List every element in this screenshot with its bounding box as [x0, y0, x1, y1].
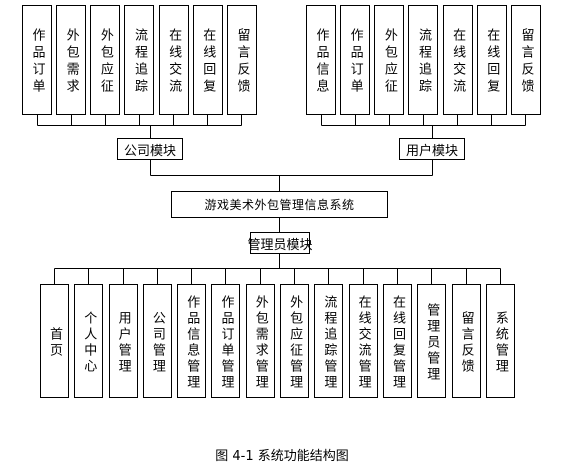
company-module-items: 作品订单 外包需求 外包应征 流程追踪 在线交流 在线回复 留言反馈	[22, 5, 257, 115]
user-item-works-order: 作品订单	[340, 5, 371, 115]
admin-item-personal-center: 个人中心	[74, 284, 104, 398]
user-item-outsourcing-application: 外包应征	[374, 5, 405, 115]
admin-item-works-order-management: 作品订单管理	[211, 284, 241, 398]
admin-item-outsourcing-application-management: 外包应征管理	[280, 284, 310, 398]
figure-caption: 图 4-1 系统功能结构图	[215, 449, 349, 464]
system-title-box: 游戏美术外包管理信息系统	[171, 191, 388, 218]
user-module-items: 作品信息 作品订单 外包应征 流程追踪 在线交流 在线回复 留言反馈	[306, 5, 541, 115]
user-item-online-chat: 在线交流	[442, 5, 473, 115]
user-item-online-reply: 在线回复	[476, 5, 507, 115]
company-item-process-tracking: 流程追踪	[124, 5, 155, 115]
admin-item-company-management: 公司管理	[142, 284, 172, 398]
admin-item-user-management: 用户管理	[108, 284, 138, 398]
admin-item-message-feedback: 留言反馈	[451, 284, 481, 398]
company-item-outsourcing-demand: 外包需求	[56, 5, 87, 115]
admin-module-connectors	[54, 254, 501, 284]
admin-item-works-info-management: 作品信息管理	[177, 284, 207, 398]
company-item-works-order: 作品订单	[22, 5, 52, 115]
admin-item-process-tracking-management: 流程追踪管理	[314, 284, 344, 398]
admin-item-online-reply-management: 在线回复管理	[382, 284, 412, 398]
system-connectors	[150, 175, 433, 232]
company-item-message-feedback: 留言反馈	[226, 5, 257, 115]
admin-item-home: 首页	[40, 284, 69, 398]
company-item-online-chat: 在线交流	[158, 5, 189, 115]
user-item-works-info: 作品信息	[306, 5, 336, 115]
admin-item-system-management: 系统管理	[485, 284, 515, 398]
company-item-outsourcing-application: 外包应征	[90, 5, 121, 115]
admin-item-admin-management: 管理员管理	[417, 284, 447, 398]
admin-item-online-chat-management: 在线交流管理	[348, 284, 378, 398]
company-item-online-reply: 在线回复	[192, 5, 223, 115]
company-module-box: 公司模块	[117, 138, 183, 160]
user-module-box: 用户模块	[399, 138, 465, 160]
user-item-message-feedback: 留言反馈	[510, 5, 541, 115]
company-module-connectors	[37, 115, 242, 176]
user-item-process-tracking: 流程追踪	[408, 5, 439, 115]
admin-module-items: 首页 个人中心 用户管理 公司管理 作品信息管理 作品订单管理 外包需求管理 外…	[40, 284, 515, 398]
admin-module-box: 管理员模块	[248, 232, 313, 254]
user-module-connectors	[321, 115, 526, 176]
admin-item-outsourcing-demand-management: 外包需求管理	[245, 284, 275, 398]
